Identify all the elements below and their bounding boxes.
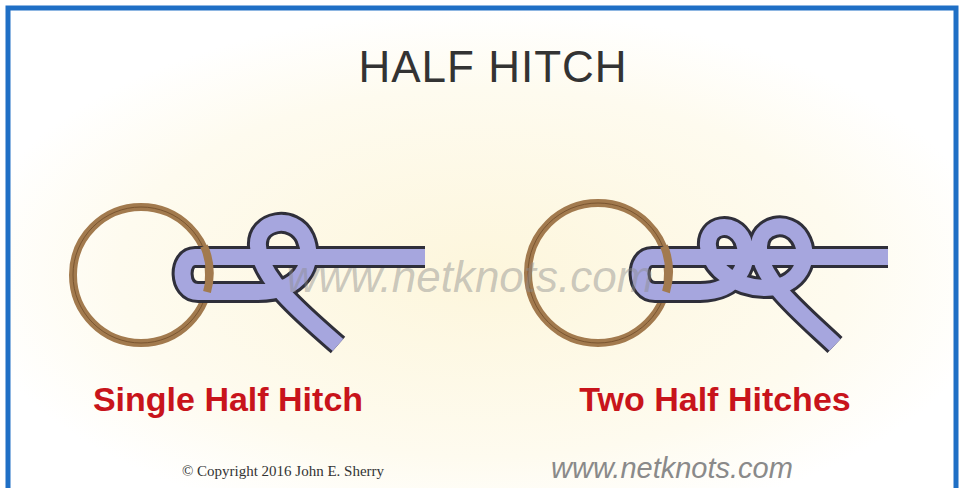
diagram-title: HALF HITCH: [358, 42, 627, 92]
ring-front: [204, 246, 210, 292]
website-label: www.netknots.com: [551, 452, 793, 485]
knot-label: Single Half Hitch: [93, 380, 363, 419]
frame-border: [8, 8, 956, 488]
knot-label: Two Half Hitches: [579, 380, 850, 419]
watermark: www.netknots.com: [287, 252, 654, 302]
copyright-note: © Copyright 2016 John E. Sherry: [182, 463, 384, 480]
rope: [640, 226, 888, 345]
background-glow: [10, 10, 954, 488]
ring-front: [664, 246, 669, 292]
